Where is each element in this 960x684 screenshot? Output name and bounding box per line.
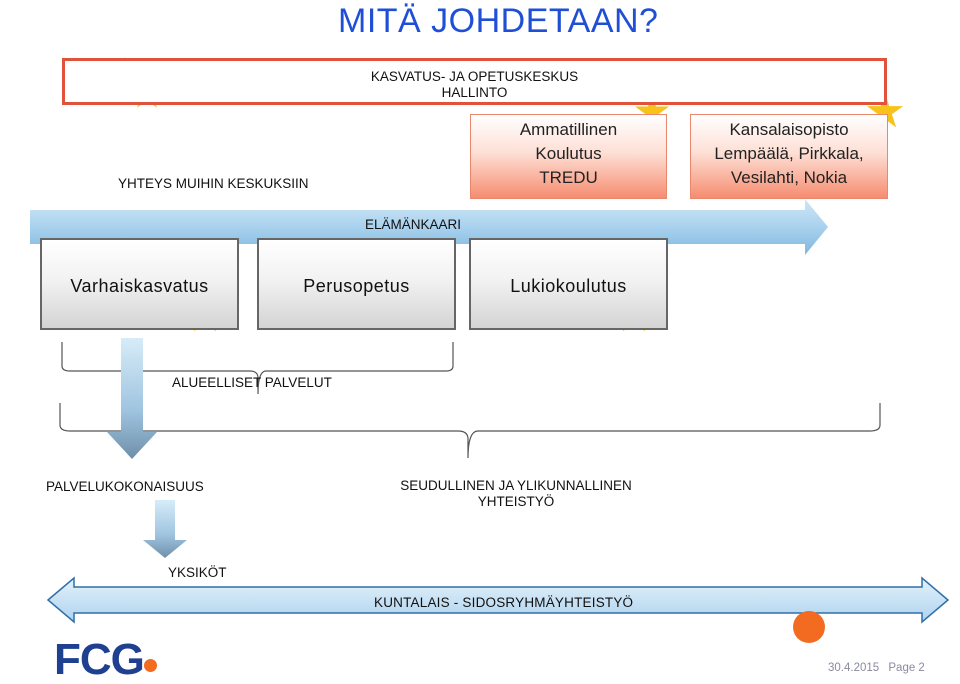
seudullinen-line-2: YHTEISTYÖ (477, 494, 555, 509)
yhteys-label: YHTEYS MUIHIN KESKUKSIIN (118, 176, 309, 191)
stage-label: Perusopetus (303, 276, 410, 296)
org-box: KASVATUS- JA OPETUSKESKUS HALLINTO (62, 58, 887, 105)
page-title: MITÄ JOHDETAAN? (338, 2, 659, 40)
footer-date: 30.4.2015 (828, 662, 880, 674)
org-box-text: KASVATUS- JA OPETUSKESKUS HALLINTO (65, 69, 884, 101)
star-icon (634, 94, 670, 127)
footer-page: Page 2 (888, 662, 925, 674)
brace-top (61, 342, 454, 395)
tredu-line-1: Ammatillinen (519, 120, 618, 139)
org-line-1: KASVATUS- JA OPETUSKESKUS (370, 69, 579, 84)
stage-box-varhaiskasvatus: Varhaiskasvatus (40, 238, 239, 330)
brace-bottom (59, 403, 881, 459)
opisto-line-3: Vesilahti, Nokia (730, 168, 848, 187)
seudullinen-line-1: SEUDULLINEN JA YLIKUNNALLINEN (400, 478, 632, 493)
org-line-2: HALLINTO (441, 85, 508, 100)
tredu-line-3: TREDU (539, 168, 598, 187)
stage-label: Lukiokoulutus (510, 276, 627, 296)
double-arrow (46, 576, 950, 624)
fcg-logo: FCG (54, 635, 145, 684)
logo-dot-icon (144, 659, 157, 672)
down-arrow-2 (143, 500, 187, 558)
tredu-box: Ammatillinen Koulutus TREDU (470, 114, 667, 199)
palvelukokonaisuus-label: PALVELUKOKONAISUUS (46, 479, 204, 494)
opisto-box: Kansalaisopisto Lempäälä, Pirkkala, Vesi… (690, 114, 888, 199)
alueelliset-label: ALUEELLISET PALVELUT (172, 375, 332, 390)
stage-label: Varhaiskasvatus (70, 276, 209, 296)
down-arrow-1 (107, 338, 157, 459)
stage-box-lukiokoulutus: Lukiokoulutus (469, 238, 668, 330)
orange-dot-icon (793, 611, 825, 643)
footer: 30.4.2015 Page 2 (828, 662, 925, 674)
lifecycle-label: ELÄMÄNKAARI (365, 217, 462, 232)
stage-box-perusopetus: Perusopetus (257, 238, 456, 330)
kuntalais-label: KUNTALAIS - SIDOSRYHMÄYHTEISTYÖ (374, 595, 634, 610)
opisto-line-1: Kansalaisopisto (729, 120, 849, 139)
seudullinen-label: SEUDULLINEN JA YLIKUNNALLINEN YHTEISTYÖ (374, 478, 658, 510)
star-icon (866, 93, 904, 128)
opisto-line-2: Lempäälä, Pirkkala, (714, 144, 864, 163)
yksikot-label: YKSIKÖT (168, 565, 227, 580)
tredu-line-2: Koulutus (535, 144, 602, 163)
